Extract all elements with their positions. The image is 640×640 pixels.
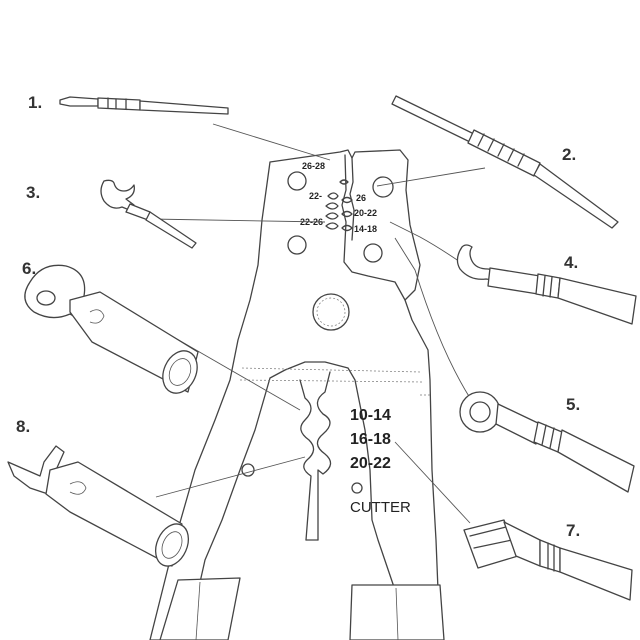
crimping-tool: [149, 149, 445, 640]
terminal-5-ring: [459, 391, 635, 493]
cutter-label: CUTTER: [350, 499, 411, 516]
main-crimp-cavities: [299, 371, 332, 541]
callout-5: 5.: [566, 395, 580, 414]
terminal-6-insulated-ring: [24, 264, 199, 394]
callout-2: 2.: [562, 145, 576, 164]
terminal-2-butt-splice: [391, 95, 619, 229]
rivets: [241, 171, 394, 494]
gauge-20-22-upper: 20-22: [354, 208, 377, 218]
gauge-20-22-lower: 20-22: [350, 455, 391, 472]
gauge-26: 26: [356, 193, 366, 203]
callout-3: 3.: [26, 183, 40, 202]
gauge-26-28: 26-28: [302, 161, 325, 171]
callout-8: 8.: [16, 417, 30, 436]
terminal-3-spade-small: [100, 179, 197, 249]
terminal-8-insulated-fork: [7, 445, 190, 567]
handle-grips: [159, 577, 445, 640]
callout-1: 1.: [28, 93, 42, 112]
gauge-10-14: 10-14: [350, 407, 391, 424]
callout-4: 4.: [564, 253, 578, 272]
upper-crimp-notches: [325, 179, 353, 232]
callout-6: 6.: [22, 259, 36, 278]
gauge-16-18: 16-18: [350, 431, 391, 448]
terminal-4-fork-spade: [456, 244, 637, 325]
terminal-1-pin: [59, 96, 229, 115]
terminal-7-female-disconnect: [463, 519, 633, 601]
callout-7: 7.: [566, 521, 580, 540]
gauge-22: 22-: [309, 191, 322, 201]
gauge-14-18: 14-18: [354, 224, 377, 234]
